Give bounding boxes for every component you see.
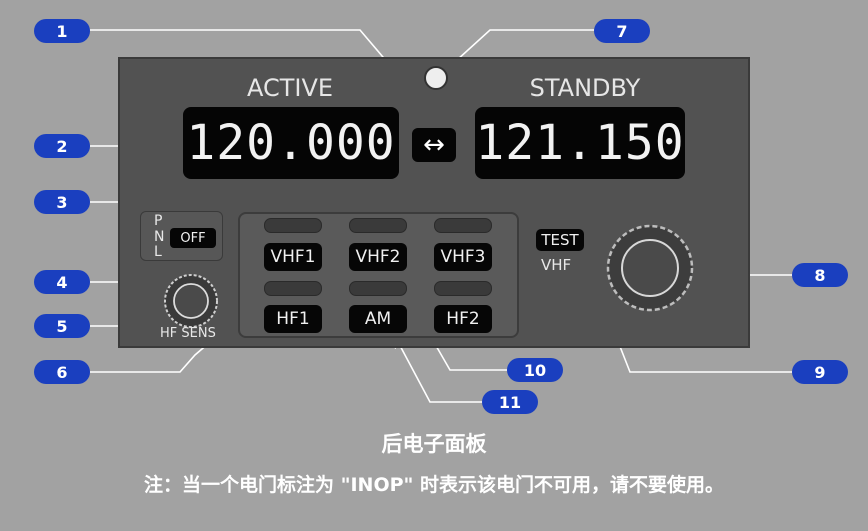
frequency-tuning-knob[interactable] <box>604 222 696 314</box>
callout-11: 11 <box>482 390 538 414</box>
active-header: ACTIVE <box>246 74 334 102</box>
hf-sens-knob[interactable] <box>162 272 220 330</box>
hf-sens-label: HF SENS <box>160 326 216 341</box>
standby-header: STANDBY <box>529 74 641 102</box>
callout-1: 1 <box>34 19 90 43</box>
pn-label-p: P <box>154 213 163 229</box>
caption-note: 注：当一个电门标注为 "INOP" 时表示该电门不可用，请不要使用。 <box>143 474 725 496</box>
callout-6: 6 <box>34 360 90 384</box>
callout-9: 9 <box>792 360 848 384</box>
pn-label-l: L <box>154 244 162 260</box>
hf1-button[interactable]: HF1 <box>264 305 322 333</box>
callout-4: 4 <box>34 270 90 294</box>
caption-title: 后电子面板 <box>381 432 487 456</box>
vhf3-lamp <box>434 218 492 233</box>
test-button[interactable]: TEST <box>536 229 584 251</box>
hf2-lamp <box>434 281 492 296</box>
transfer-button[interactable]: ↔ <box>412 128 456 162</box>
am-lamp <box>349 281 407 296</box>
vhf2-lamp <box>349 218 407 233</box>
hf2-button[interactable]: HF2 <box>434 305 492 333</box>
standby-frequency-display: 121.150 <box>475 107 685 179</box>
vhf3-button[interactable]: VHF3 <box>434 243 492 271</box>
pn-label-n: N <box>154 229 165 245</box>
callout-10: 10 <box>507 358 563 382</box>
callout-8: 8 <box>792 263 848 287</box>
swap-arrow-icon: ↔ <box>423 130 445 160</box>
am-button[interactable]: AM <box>349 305 407 333</box>
callout-3: 3 <box>34 190 90 214</box>
callout-7: 7 <box>594 19 650 43</box>
light-sensor <box>424 66 448 90</box>
callout-2: 2 <box>34 134 90 158</box>
callout-5: 5 <box>34 314 90 338</box>
active-frequency-display: 120.000 <box>183 107 399 179</box>
vhf1-lamp <box>264 218 322 233</box>
vhf-label: VHF <box>541 256 572 274</box>
vhf1-button[interactable]: VHF1 <box>264 243 322 271</box>
hf1-lamp <box>264 281 322 296</box>
vhf2-button[interactable]: VHF2 <box>349 243 407 271</box>
off-button[interactable]: OFF <box>170 228 216 248</box>
